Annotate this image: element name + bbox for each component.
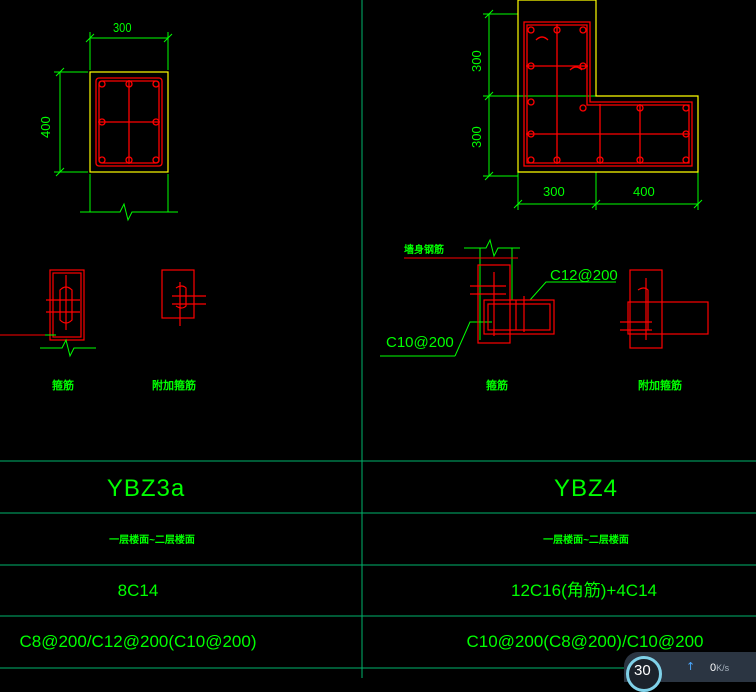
speed-unit: K/s xyxy=(716,663,730,673)
left-dim-height: 400 xyxy=(38,116,53,138)
table-cell-elevation-left: 一层楼面~二层楼面 xyxy=(109,533,195,546)
table-cell-stirrup-left: C8@200/C12@200(C10@200) xyxy=(19,632,256,651)
table-cell-longitudinal-left: 8C14 xyxy=(118,581,159,600)
label-c12-200: C12@200 xyxy=(550,267,618,284)
speed-value: 0 xyxy=(710,662,717,674)
right-dim-bottom-right: 400 xyxy=(633,184,655,199)
label-c10-200: C10@200 xyxy=(386,334,454,351)
table-cell-longitudinal-right: 12C16(角筋)+4C14 xyxy=(511,581,657,600)
left-caption-extra-stirrup: 附加箍筋 xyxy=(152,378,196,392)
schedule-table: YBZ3a YBZ4 一层楼面~二层楼面 一层楼面~二层楼面 8C14 12C1… xyxy=(19,475,703,651)
right-caption-extra-stirrup: 附加箍筋 xyxy=(638,378,682,392)
table-cell-name-right: YBZ4 xyxy=(554,475,618,502)
cad-drawing-canvas[interactable]: 300 400 xyxy=(0,0,756,678)
table-cell-elevation-right: 一层楼面~二层楼面 xyxy=(543,533,629,546)
network-speed-widget[interactable]: 30 ↑ 0K/s xyxy=(624,652,756,692)
right-dim-top-height: 300 xyxy=(469,50,484,72)
table-cell-name-left: YBZ3a xyxy=(107,475,185,502)
left-dim-width: 300 xyxy=(113,20,132,35)
left-column-section: 300 400 xyxy=(0,20,206,392)
speed-readout: 0K/s xyxy=(710,662,729,674)
right-dim-bottom-height: 300 xyxy=(469,126,484,148)
label-wall-rebar: 墙身钢筋 xyxy=(404,243,444,256)
table-cell-stirrup-right: C10@200(C8@200)/C10@200 xyxy=(466,632,703,651)
left-caption-stirrup: 箍筋 xyxy=(52,378,74,392)
widget-number: 30 xyxy=(634,662,651,679)
right-column-section: 300 300 300 400 xyxy=(380,0,709,392)
right-dim-bottom-left: 300 xyxy=(543,184,565,199)
upload-arrow-icon: ↑ xyxy=(686,660,696,673)
right-caption-stirrup: 箍筋 xyxy=(486,378,508,392)
